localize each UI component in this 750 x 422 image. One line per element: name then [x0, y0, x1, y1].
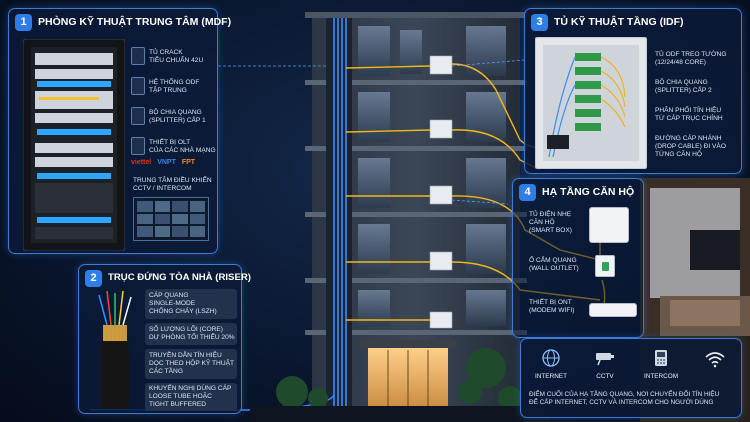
mdf-item-rack: TỦ CRACK TIÊU CHUẨN 42U	[149, 49, 204, 65]
idf-number-badge: 3	[531, 14, 548, 31]
carrier-viettel: viettel	[131, 159, 152, 166]
carrier-vnpt: VNPT	[157, 159, 176, 166]
carrier-fpt: FPT	[181, 159, 196, 166]
riser-number-badge: 2	[85, 270, 102, 287]
apartment-item-outlet: Ổ CẮM QUANG (WALL OUTLET)	[529, 257, 579, 273]
mdf-panel: 1 PHÒNG KỸ THUẬT TRUNG TÂM (MDF)	[8, 8, 231, 254]
services-panel: INTERNET CCTV INTERCOM ĐIỂM CUỐI CỦA HẠ …	[520, 338, 742, 418]
idf-title: TỦ KỸ THUẬT TẦNG (IDF)	[554, 16, 684, 28]
ont-modem-image	[589, 303, 637, 317]
carrier-logos: viettel VNPT FPT	[131, 159, 195, 166]
service-wifi	[693, 347, 737, 385]
mdf-item-olt: THIẾT BỊ OLT CỦA CÁC NHÀ MẠNG	[149, 139, 216, 155]
service-internet: INTERNET	[529, 347, 573, 385]
globe-icon	[542, 349, 560, 367]
intercom-icon	[655, 350, 667, 366]
service-cctv: CCTV	[583, 347, 627, 385]
splitter-icon	[131, 107, 145, 125]
riser-shaft	[326, 18, 352, 410]
wall-outlet-image	[595, 255, 615, 277]
service-intercom: INTERCOM	[639, 347, 683, 385]
idf-item-drop-cable: ĐƯỜNG CÁP NHÁNH (DROP CABLE) ĐI VÀO TỪNG…	[655, 135, 726, 159]
service-cctv-label: CCTV	[596, 373, 614, 380]
apartment-item-ont: THIẾT BỊ ONT (MODEM WIFI)	[529, 299, 575, 315]
riser-item-transmission-text: TRUYỀN DẪN TÍN HIỆU DỌC THEO HỘP KỸ THUẬ…	[149, 352, 235, 376]
riser-item-transmission: TRUYỀN DẪN TÍN HIỆU DỌC THEO HỘP KỸ THUẬ…	[145, 349, 237, 379]
rack-icon	[131, 47, 145, 65]
olt-icon	[131, 137, 145, 155]
server-rack-image	[23, 39, 125, 251]
landscape-plants	[276, 348, 522, 410]
mdf-item-control-center: TRUNG TÂM ĐIỀU KHIỂN CCTV / INTERCOM	[133, 177, 212, 193]
apartment-panel: 4 HẠ TẦNG CĂN HỘ TỦ ĐIỆN NHẸ CĂN HỘ (SMA…	[512, 178, 644, 338]
camera-icon	[596, 353, 614, 366]
monitor-icon	[133, 197, 209, 241]
idf-item-splitter: BỘ CHIA QUANG (SPLITTER) CẤP 2	[655, 79, 712, 95]
service-intercom-label: INTERCOM	[643, 373, 679, 380]
odf-icon	[131, 77, 145, 95]
mdf-item-odf: HỆ THỐNG ODF TẬP TRUNG	[149, 79, 200, 95]
riser-item-core: SỐ LƯỢNG LÕI (CORE) DỰ PHÒNG TỐI THIỂU 2…	[145, 323, 237, 345]
riser-title: TRỤC ĐỨNG TÒA NHÀ (RISER)	[108, 272, 251, 283]
mdf-number-badge: 1	[15, 14, 32, 31]
riser-item-cable: CÁP QUANG SINGLE-MODE CHỐNG CHÁY (LSZH)	[145, 289, 237, 319]
connector-lines	[218, 59, 525, 205]
apartment-item-smartbox: TỦ ĐIỆN NHẸ CĂN HỘ (SMART BOX)	[529, 211, 572, 235]
apartment-title: HẠ TẦNG CĂN HỘ	[542, 186, 635, 198]
riser-item-recommendation-text: KHUYẾN NGHỊ DÙNG CÁP LOOSE TUBE HOẶC TIG…	[149, 385, 232, 409]
service-internet-label: INTERNET	[535, 373, 567, 380]
idf-item-odf: TỦ ODF TREO TƯỜNG (12/24/48 CORE)	[655, 51, 727, 67]
mdf-item-splitter: BỘ CHIA QUANG (SPLITTER) CẤP 1	[149, 109, 206, 125]
apartment-number-badge: 4	[519, 184, 536, 201]
fiber-cable-image	[98, 290, 132, 409]
odf-cabinet-image	[535, 37, 647, 169]
riser-panel: 2 TRỤC ĐỨNG TÒA NHÀ (RISER) CÁP QUANG SI…	[78, 264, 251, 414]
mdf-title: PHÒNG KỸ THUẬT TRUNG TÂM (MDF)	[38, 16, 232, 28]
wifi-icon	[705, 352, 725, 368]
riser-item-core-text: SỐ LƯỢNG LÕI (CORE) DỰ PHÒNG TỐI THIỂU 2…	[149, 326, 235, 342]
riser-item-cable-text: CÁP QUANG SINGLE-MODE CHỐNG CHÁY (LSZH)	[149, 292, 217, 316]
smart-box-image	[589, 207, 629, 243]
apartment-footer: ĐIỂM CUỐI CỦA HẠ TẦNG QUANG, NƠI CHUYỂN …	[529, 391, 720, 407]
floor-idf-boxes	[429, 55, 453, 329]
idf-panel: 3 TỦ KỸ THUẬT TẦNG (IDF) TỦ ODF TREO TƯỜ…	[524, 8, 742, 174]
floor-slabs	[305, 80, 527, 335]
idf-item-distribution: PHÂN PHỐI TÍN HIỆU TỪ CÁP TRỤC CHÍNH	[655, 107, 723, 123]
riser-item-recommendation: KHUYẾN NGHỊ DÙNG CÁP LOOSE TUBE HOẶC TIG…	[145, 383, 237, 411]
